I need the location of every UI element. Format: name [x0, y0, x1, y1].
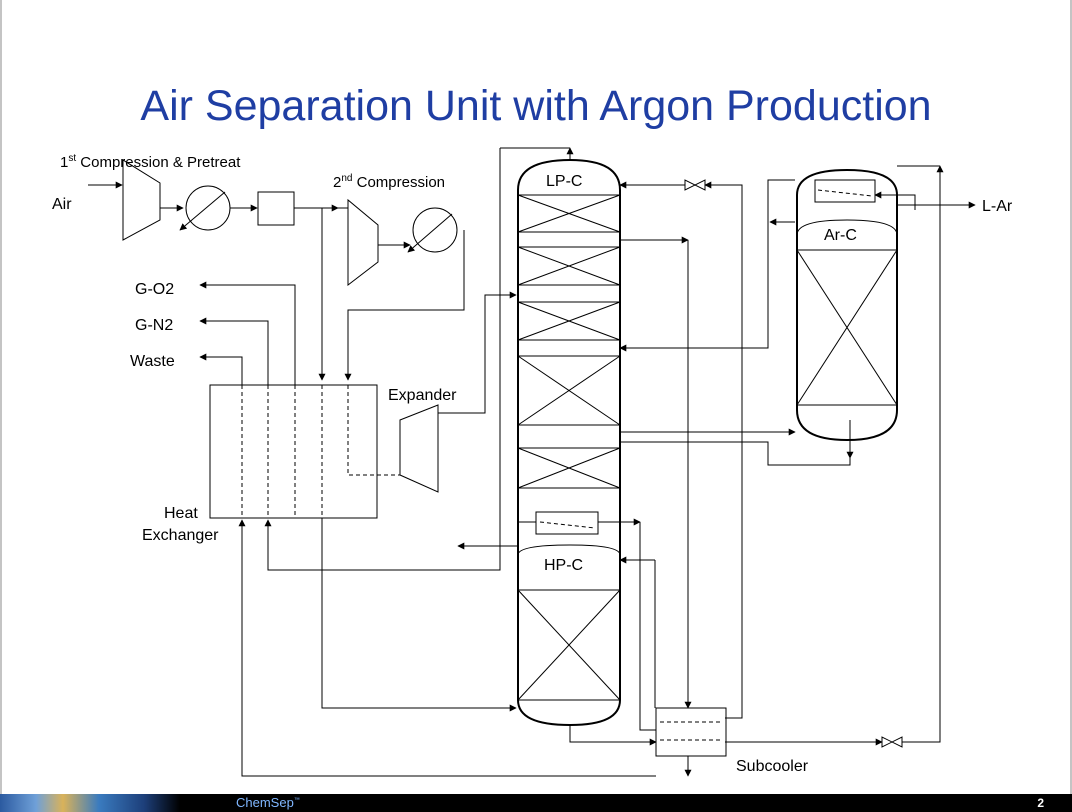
page-number: 2 [1037, 796, 1044, 810]
footer-brand: ChemSep™ [236, 795, 300, 810]
label-waste: Waste [130, 353, 175, 370]
main-heat-exchanger [209, 384, 378, 519]
label-ar-c: Ar-C [824, 227, 857, 244]
slide-title: Air Separation Unit with Argon Productio… [140, 82, 932, 130]
label-air: Air [52, 196, 72, 213]
label-expander: Expander [388, 387, 457, 404]
cooler-2 [412, 207, 458, 253]
label-g-o2: G-O2 [135, 281, 174, 298]
label-second-compression: 2nd Compression [333, 173, 445, 191]
cooler-1 [185, 185, 231, 231]
subcooler [655, 707, 727, 757]
expander [399, 404, 439, 493]
compressor-2 [347, 198, 379, 287]
footer-logo-graphic [0, 794, 180, 812]
label-l-ar: L-Ar [982, 198, 1013, 215]
argon-column [796, 168, 898, 442]
label-g-n2: G-N2 [135, 317, 173, 334]
label-hp-c: HP-C [544, 557, 583, 574]
slide-footer: ChemSep™ 2 [0, 794, 1072, 812]
label-lp-c: LP-C [546, 173, 582, 190]
label-heat: Heat [164, 505, 198, 522]
pretreat-unit [257, 191, 295, 226]
label-subcooler: Subcooler [736, 758, 809, 775]
compressor-1 [122, 159, 161, 241]
label-first-compression: 1st Compression & Pretreat [60, 153, 241, 171]
label-exchanger: Exchanger [142, 527, 219, 544]
process-flow-diagram: 1st Compression & Pretreat 2nd Compressi… [0, 0, 1072, 794]
